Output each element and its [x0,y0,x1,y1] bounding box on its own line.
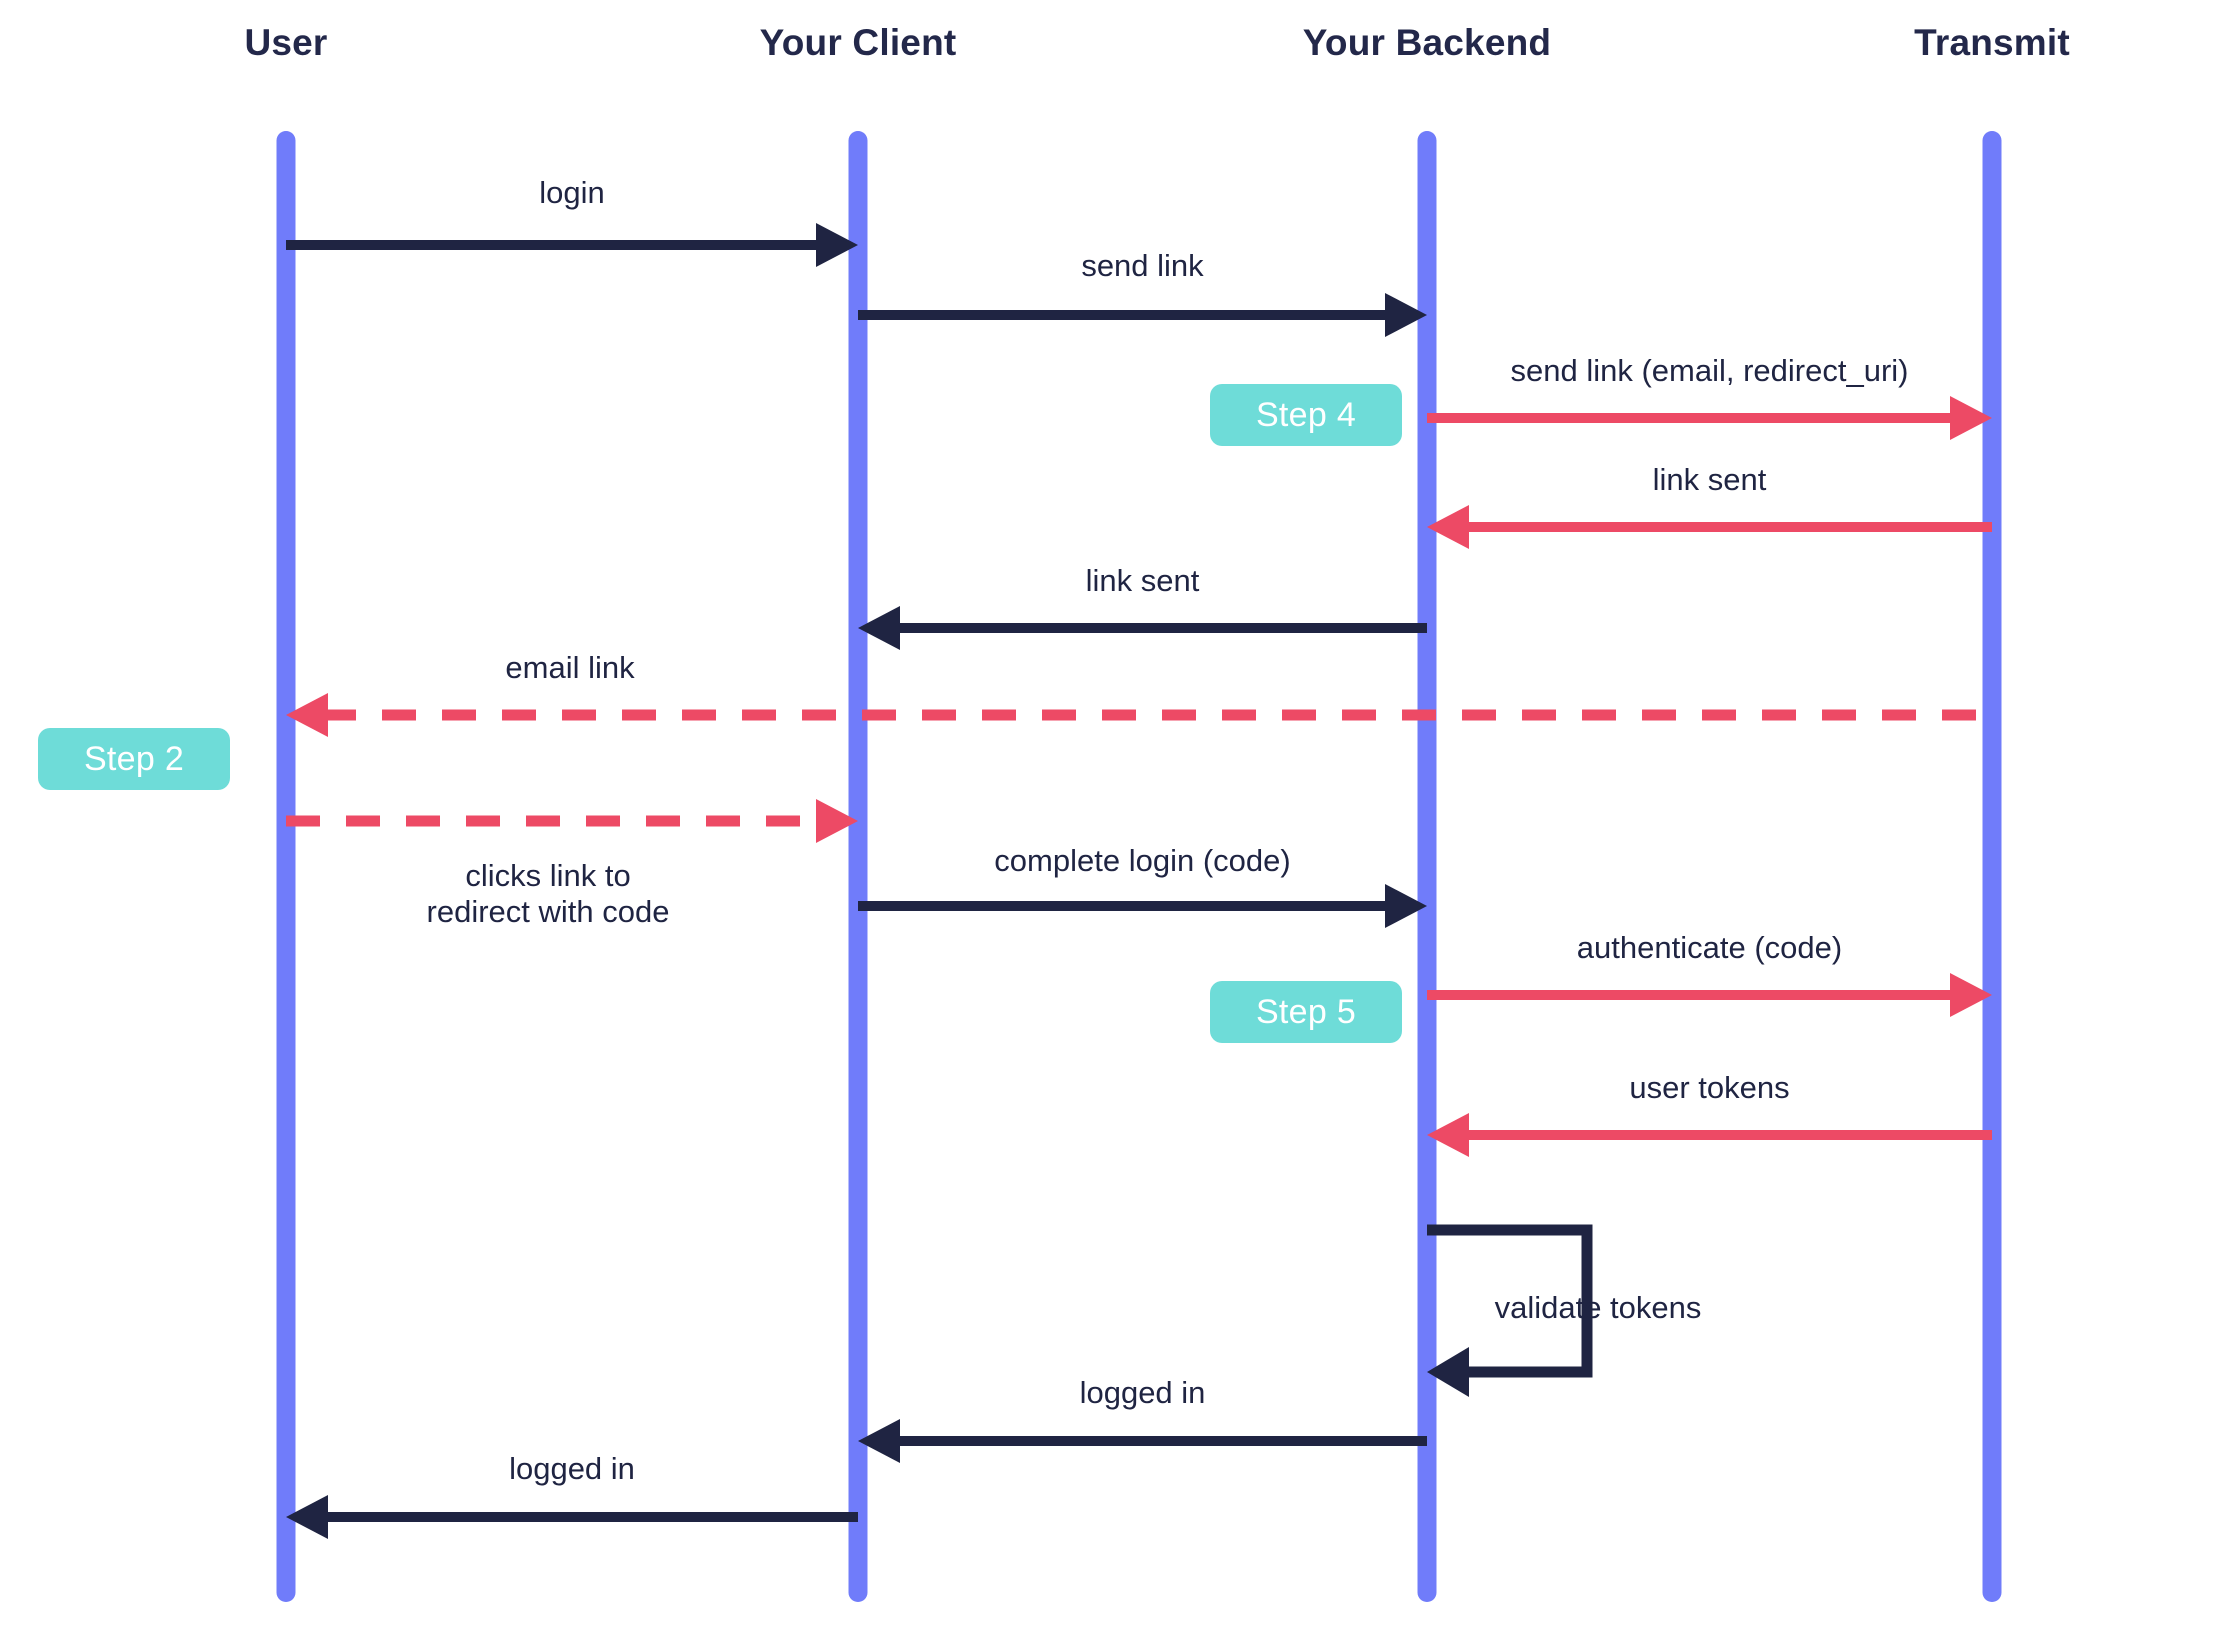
message-arrow-m4 [1427,505,1992,549]
step-badge-step5: Step 5 [1210,981,1402,1043]
message-label-m1: login [539,175,605,210]
message-label-m3: send link (email, redirect_uri) [1510,353,1909,388]
participant-label-client: Your Client [759,22,957,63]
message-arrow-m12 [858,1419,1427,1463]
message-label-m13: logged in [509,1451,635,1486]
message-arrow-m2 [858,293,1427,337]
step-badge-step2: Step 2 [38,728,230,790]
message-label-m6: email link [505,650,635,685]
message-label-m9: authenticate (code) [1576,930,1843,965]
message-arrow-m5 [858,606,1427,650]
step-badge-step4: Step 4 [1210,384,1402,446]
message-label-m11: validate tokens [1494,1290,1702,1325]
message-label-m4: link sent [1652,462,1767,497]
message-arrow-m8 [858,884,1427,928]
message-label-m2: send link [1081,248,1204,283]
message-label-m12: logged in [1079,1375,1206,1410]
lifeline-transmit [1982,131,2002,1602]
message-label-m10: user tokens [1629,1070,1790,1105]
lifeline-client [848,131,868,1602]
participant-label-backend: Your Backend [1302,22,1552,63]
message-arrow-m3 [1427,396,1992,440]
participant-label-user: User [244,22,328,63]
message-arrow-m6 [286,693,1992,737]
message-arrow-m11 [1427,1224,1593,1397]
message-arrow-m7 [286,799,858,843]
message-label-m5: link sent [1085,563,1200,598]
participant-label-transmit: Transmit [1914,22,2070,63]
message-label-m8: complete login (code) [994,843,1291,878]
message-arrow-m9 [1427,973,1992,1017]
message-arrow-m10 [1427,1113,1992,1157]
message-arrow-m13 [286,1495,858,1539]
lifeline-user [276,131,296,1602]
message-arrow-m1 [286,223,858,267]
